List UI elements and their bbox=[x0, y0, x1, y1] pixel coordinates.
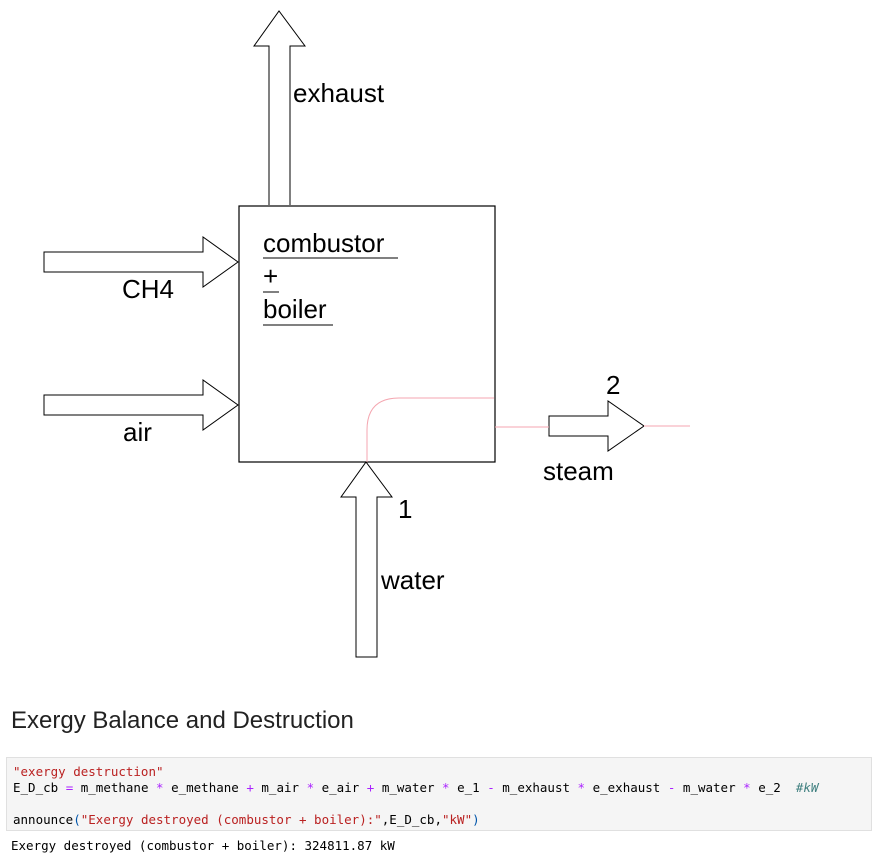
code-docstring: "exergy destruction" bbox=[13, 764, 164, 779]
exhaust-arrow bbox=[253, 10, 306, 205]
box-label-plus: + bbox=[263, 261, 278, 291]
code-token: e_1 bbox=[449, 780, 488, 795]
label-ch4: CH4 bbox=[122, 274, 174, 304]
code-token: m_water bbox=[374, 780, 443, 795]
cell-output: Exergy destroyed (combustor + boiler): 3… bbox=[11, 838, 395, 853]
code-operator: * bbox=[156, 780, 164, 795]
label-state-1: 1 bbox=[398, 494, 412, 524]
code-operator: * bbox=[743, 780, 751, 795]
code-token: e_methane bbox=[163, 780, 247, 795]
code-token: ,E_D_cb, bbox=[381, 812, 442, 827]
code-string: "kW" bbox=[442, 812, 473, 827]
label-water: water bbox=[380, 565, 445, 595]
code-operator: * bbox=[442, 780, 450, 795]
code-text: "exergy destruction" E_D_cb = m_methane … bbox=[7, 758, 871, 834]
steam-arrow bbox=[548, 400, 645, 452]
code-token: m_air bbox=[253, 780, 307, 795]
combustor-box bbox=[238, 205, 496, 463]
code-token: E_D_cb bbox=[13, 780, 66, 795]
code-paren: ) bbox=[472, 812, 480, 827]
code-operator: - bbox=[667, 780, 676, 795]
code-function: announce bbox=[13, 812, 74, 827]
water-path-line bbox=[366, 397, 494, 462]
code-token: m_water bbox=[675, 780, 744, 795]
ch4-arrow bbox=[43, 236, 239, 288]
label-steam: steam bbox=[543, 456, 614, 486]
code-string: "Exergy destroyed (combustor + boiler):" bbox=[80, 812, 382, 827]
code-comment: #kW bbox=[795, 780, 819, 795]
code-token: e_2 bbox=[750, 780, 796, 795]
code-operator: - bbox=[487, 780, 495, 795]
code-token: m_methane bbox=[73, 780, 157, 795]
code-paren: ( bbox=[73, 812, 81, 827]
label-state-2: 2 bbox=[606, 370, 620, 400]
process-diagram: combustor + boiler exhaust CH4 air steam… bbox=[43, 10, 690, 658]
code-operator: + bbox=[366, 780, 375, 795]
air-arrow bbox=[43, 379, 239, 431]
code-token: e_air bbox=[314, 780, 367, 795]
box-label-combustor: combustor bbox=[263, 228, 385, 258]
code-token: m_exhaust bbox=[494, 780, 578, 795]
code-cell[interactable]: "exergy destruction" E_D_cb = m_methane … bbox=[6, 757, 872, 831]
code-operator: * bbox=[577, 780, 586, 795]
code-operator: * bbox=[306, 780, 315, 795]
code-operator: + bbox=[246, 780, 254, 795]
label-air: air bbox=[123, 417, 152, 447]
section-heading: Exergy Balance and Destruction bbox=[11, 707, 354, 734]
label-exhaust: exhaust bbox=[293, 78, 385, 108]
box-label-boiler: boiler bbox=[263, 294, 327, 324]
water-arrow bbox=[340, 461, 393, 658]
code-token: e_exhaust bbox=[585, 780, 668, 795]
code-operator: = bbox=[65, 780, 74, 795]
